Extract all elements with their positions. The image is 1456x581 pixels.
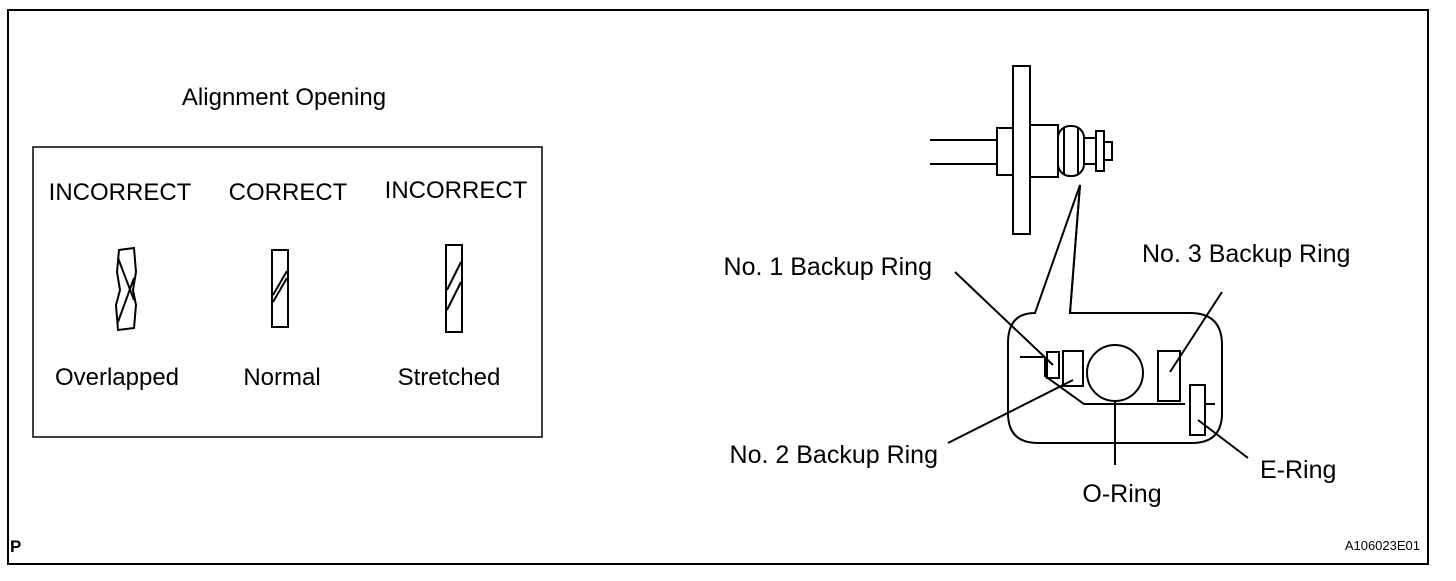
status-label-normal: CORRECT: [229, 179, 348, 206]
injector-tip: [1083, 137, 1097, 165]
status-label-overlapped: INCORRECT: [49, 179, 192, 206]
alignment-title: Alignment Opening: [182, 84, 386, 111]
injector-flange: [1012, 65, 1031, 235]
leader-no3: [1169, 291, 1223, 373]
no3-backup-ring-shape: [1157, 350, 1181, 402]
injector-body: [1029, 124, 1059, 178]
e-ring-shape: [1189, 384, 1206, 436]
alignment-panel: Alignment Opening INCORRECT CORRECT INCO…: [32, 84, 543, 438]
label-o-ring: O-Ring: [1082, 480, 1161, 508]
no2-backup-ring-shape: [1062, 350, 1084, 387]
label-no1-backup-ring: No. 1 Backup Ring: [724, 253, 932, 281]
leader-e-ring: [1197, 419, 1249, 459]
caption-normal: Normal: [243, 364, 320, 391]
overlapped-ring-sketch: [114, 246, 138, 332]
leader-no2: [947, 379, 1074, 444]
injector-illustration: No. 1 Backup Ring No. 2 Backup Ring No. …: [724, 65, 1350, 508]
injector-nozzle: [1103, 141, 1113, 161]
injector-tip-ring: [1095, 130, 1105, 172]
injector-o-ring: [1057, 125, 1085, 177]
label-no2-backup-ring: No. 2 Backup Ring: [730, 441, 938, 469]
leader-no1: [954, 271, 1054, 366]
injector-collar: [996, 127, 1014, 176]
caption-overlapped: Overlapped: [55, 364, 179, 391]
normal-ring-sketch: [271, 249, 289, 328]
figure-id: A106023E01: [1345, 538, 1420, 553]
stretched-ring-sketch: [445, 244, 463, 333]
label-no3-backup-ring: No. 3 Backup Ring: [1142, 240, 1350, 268]
caption-stretched: Stretched: [398, 364, 501, 391]
o-ring-shape: [1086, 344, 1144, 402]
status-label-stretched: INCORRECT: [385, 177, 528, 204]
label-e-ring: E-Ring: [1260, 456, 1336, 484]
corner-mark: P: [10, 537, 21, 556]
